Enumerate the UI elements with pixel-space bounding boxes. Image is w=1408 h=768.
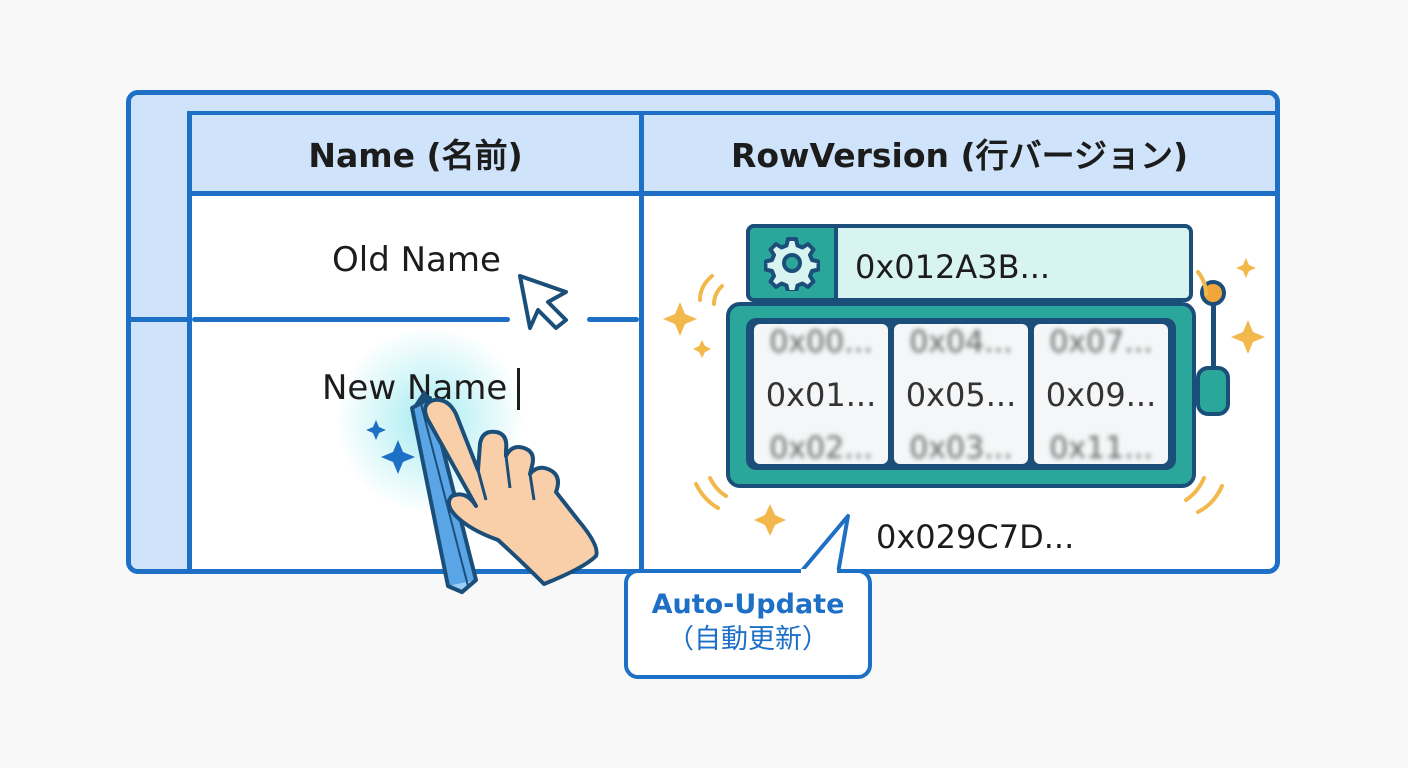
cell-old-name[interactable]: Old Name (332, 240, 501, 280)
row-selector-gutter (131, 111, 192, 569)
text-caret (517, 368, 520, 410)
column-header-name: Name (名前) (308, 136, 523, 175)
row-divider-left (192, 317, 510, 322)
column-header-rowversion: RowVersion (行バージョン) (730, 136, 1189, 175)
cell-new-name[interactable]: New Name (322, 368, 508, 408)
reel-next-value: 0x11... (1049, 431, 1153, 464)
reel-current-value: 0x05... (905, 376, 1017, 414)
pointing-hand-icon (423, 397, 599, 586)
current-rowversion: 0x012A3B... (855, 248, 1051, 286)
auto-update-callout: Auto-Update （自動更新） (624, 569, 872, 679)
lever-icon (1211, 300, 1216, 370)
callout-title: Auto-Update (651, 589, 845, 620)
reel-next-value: 0x03... (909, 431, 1013, 464)
table-top-strip (131, 95, 1275, 115)
reel: 0x07... 0x09... 0x11... (1034, 324, 1168, 464)
next-rowversion: 0x029C7D... (876, 518, 1075, 556)
reel-prev-value: 0x04... (909, 325, 1013, 360)
reel: 0x00... 0x01... 0x02... (754, 324, 888, 464)
reel-current-value: 0x01... (765, 376, 877, 414)
reel-prev-value: 0x07... (1049, 325, 1153, 360)
sparkle-icon (663, 258, 1265, 536)
callout-subtitle: （自動更新） (667, 624, 829, 655)
column-divider (639, 115, 644, 569)
gear-icon (764, 237, 820, 291)
reel-current-value: 0x09... (1045, 376, 1157, 414)
pencil-icon (410, 390, 478, 595)
reel-next-value: 0x02... (769, 431, 873, 464)
motion-lines (694, 270, 1224, 514)
reel-prev-value: 0x00... (769, 325, 873, 360)
reel: 0x04... 0x05... 0x03... (894, 324, 1028, 464)
table-header-row (192, 115, 1275, 196)
gear-button (746, 224, 838, 302)
mouse-cursor-icon (518, 274, 568, 330)
gutter-divider (131, 317, 187, 322)
sparkle-icon (366, 420, 415, 474)
lever-base (1196, 366, 1230, 416)
row-divider-right (587, 317, 639, 322)
